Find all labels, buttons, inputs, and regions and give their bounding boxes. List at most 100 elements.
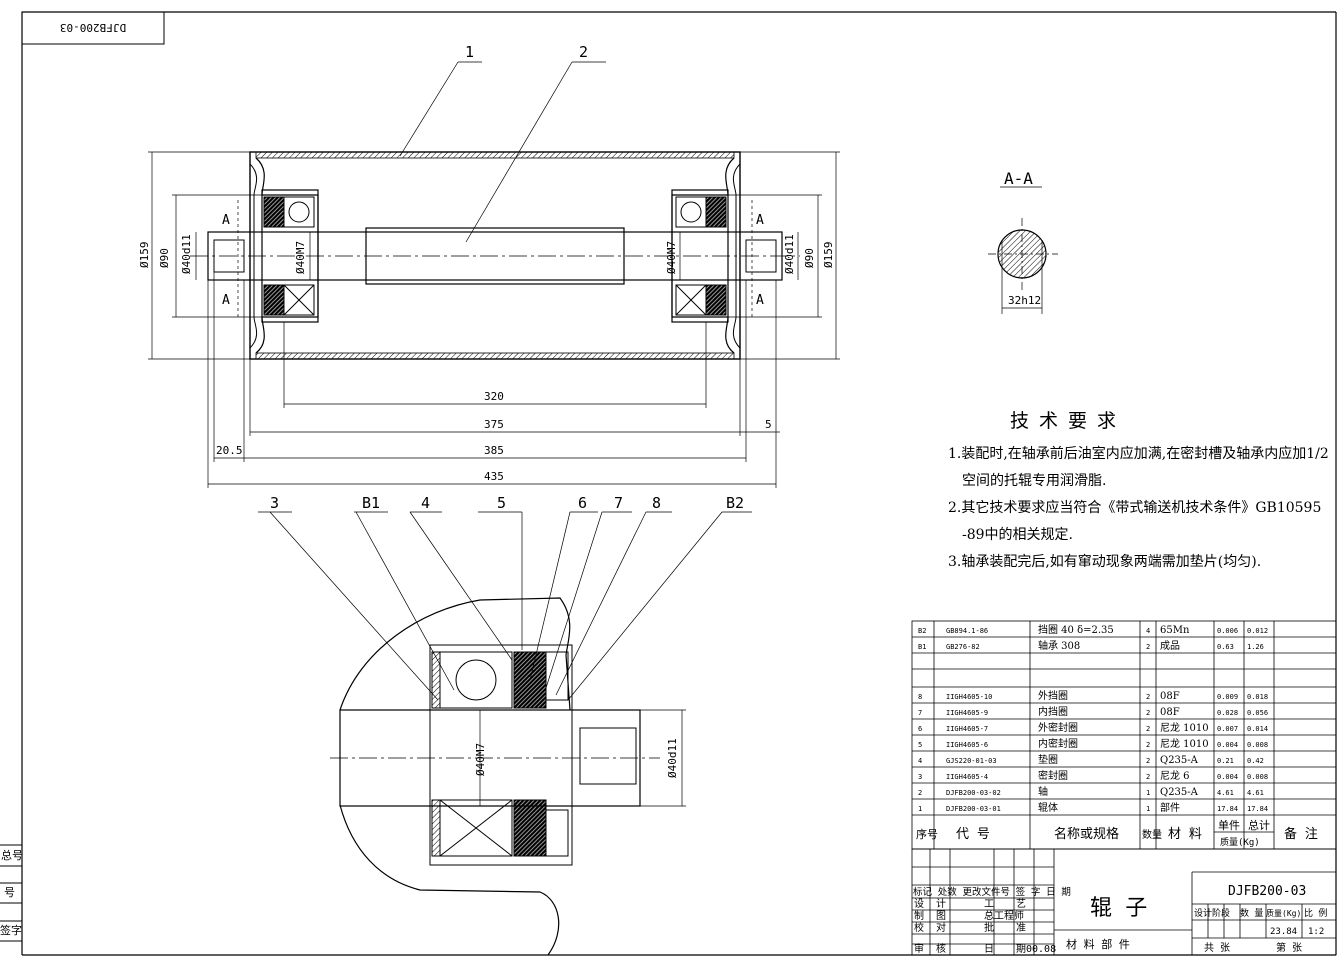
part-name: 辊 子: [1090, 896, 1147, 921]
bom-cell-r9-c1: IIGH4605-4: [946, 773, 988, 781]
section-label: A-A: [1004, 169, 1033, 188]
bom-cell-r7-c6: 0.008: [1247, 741, 1268, 749]
bom-h-name: 名称或规格: [1054, 826, 1119, 842]
mass-label: 质量(Kg): [1266, 908, 1301, 918]
technical-requirements: 技术要求 1.装配时,在轴承前后油室内应加满,在密封槽及轴承内应加1/2 空间的…: [948, 408, 1329, 576]
bom-cell-r1-c2: 轴承 308: [1038, 639, 1080, 652]
section-a-a-view: [988, 186, 1058, 314]
title-role-r2-c0: 校: [914, 921, 924, 934]
detail-view-labels: 3 B1 4 5 6 7 8 B2 Ø40M7 Ø40d11: [270, 494, 744, 778]
bom-cell-r6-c1: IIGH4605-7: [946, 725, 988, 733]
stage-label: 设计阶段: [1194, 907, 1230, 919]
title-role-r0-c2: 工: [984, 899, 994, 910]
bom-cell-r6-c6: 0.014: [1247, 725, 1268, 733]
bom-cell-r6-c3: 2: [1146, 725, 1150, 733]
bom-cell-r8-c0: 4: [918, 757, 922, 765]
title-role-r3-c1: 核: [936, 942, 946, 955]
total-sheets: 共 张: [1204, 942, 1230, 954]
title-role-r3-c2: 日: [984, 944, 994, 955]
bom-cell-r7-c5: 0.004: [1217, 741, 1238, 749]
dim-20-5: 20.5: [216, 444, 243, 457]
bom-cell-r9-c2: 密封圈: [1038, 769, 1068, 782]
bom-cell-r9-c0: 3: [918, 773, 922, 781]
balloon-6: 6: [578, 494, 587, 512]
balloon-3: 3: [270, 494, 279, 512]
scale-label: 比 例: [1304, 907, 1327, 919]
scale-value: 1:2: [1308, 927, 1324, 937]
bom-cell-r8-c1: GJS220-01-03: [946, 757, 997, 765]
balloon-7: 7: [614, 494, 623, 512]
bom-cell-r1-c1: GB276-82: [946, 643, 980, 651]
bom-cell-r8-c3: 2: [1146, 757, 1150, 765]
bom-cell-r4-c4: 08F: [1160, 691, 1180, 702]
bom-cell-r7-c3: 2: [1146, 741, 1150, 749]
bom-cell-r1-c5: 0.63: [1217, 643, 1234, 651]
bom-cell-r6-c5: 0.007: [1217, 725, 1238, 733]
dim-d159-left: Ø159: [138, 242, 151, 269]
bom-cell-r4-c0: 8: [918, 693, 922, 701]
material-label: 材 料 部 件: [1066, 937, 1130, 951]
title-role-r1-c2: 总工程师: [984, 909, 1024, 922]
bom-cell-r0-c6: 0.012: [1247, 627, 1268, 635]
tech-title: 技术要求: [1009, 410, 1126, 432]
title-role-r0-c1: 计: [936, 897, 946, 910]
bom-cell-r1-c4: 成品: [1160, 640, 1180, 652]
bom-cell-r11-c6: 17.84: [1247, 805, 1268, 813]
bom-cell-r9-c3: 2: [1146, 773, 1150, 781]
bom-cell-r4-c1: IIGH4605-10: [946, 693, 992, 701]
balloon-b1: B1: [362, 494, 380, 512]
balloon-2: 2: [579, 43, 588, 61]
detail-dim-d40d11: Ø40d11: [666, 738, 679, 778]
side-label-sign: 签字: [0, 923, 22, 937]
title-roles: 设计工艺制图总工程师校对批准审核日期00.08: [914, 897, 1056, 955]
dim-385: 385: [484, 444, 504, 457]
bom-cell-r10-c4: Q235-A: [1160, 787, 1199, 798]
bom-cell-r10-c0: 2: [918, 789, 922, 797]
bom-h-mass: 质量(Kg): [1220, 836, 1260, 848]
bom-cell-r1-c6: 1.26: [1247, 643, 1264, 651]
title-role-r0-c0: 设: [914, 898, 924, 910]
count-label: 数 量: [1240, 907, 1263, 919]
bom-cell-r0-c5: 0.006: [1217, 627, 1238, 635]
dim-d40m7-left: Ø40M7: [294, 241, 307, 274]
tech-item-1: 1.装配时,在轴承前后油室内应加满,在密封槽及轴承内应加1/2: [948, 446, 1329, 462]
detail-view: [258, 511, 752, 956]
dim-d90-right: Ø90: [803, 248, 816, 268]
balloon-b2: B2: [726, 494, 744, 512]
bom-cell-r5-c0: 7: [918, 709, 922, 717]
tech-item-3: 3.轴承装配完后,如有窜动现象两端需加垫片(均匀).: [948, 554, 1262, 570]
side-label-total-no: 总号: [1, 848, 23, 862]
bom-cell-r11-c3: 1: [1146, 805, 1150, 813]
title-block: [911, 848, 1337, 956]
bom-cell-r0-c1: GB894.1-86: [946, 627, 988, 635]
title-role-r2-c2: 批: [984, 921, 994, 934]
section-mark-bl: A: [222, 293, 230, 308]
main-assembly-view: [148, 61, 840, 488]
rev-header: 标记 处数 更改文件号 签 字 日 期: [913, 886, 1071, 898]
bom-cell-r4-c3: 2: [1146, 693, 1150, 701]
bom-cell-r9-c5: 0.004: [1217, 773, 1238, 781]
bom-cell-r11-c2: 辊体: [1038, 801, 1058, 814]
title-role-r2-c3: 准: [1016, 922, 1026, 934]
balloon-5: 5: [497, 494, 506, 512]
section-mark-br: A: [756, 293, 764, 308]
bom-h-mat: 材 料: [1168, 827, 1202, 842]
drawing-code-stamp: DJFB200-03: [60, 21, 126, 34]
bom-h-qty: 数量: [1142, 828, 1162, 841]
bom-cell-r5-c4: 08F: [1160, 707, 1180, 718]
title-role-r2-c1: 对: [936, 921, 946, 934]
bom-cell-r10-c5: 4.61: [1217, 789, 1234, 797]
bom-cell-r5-c6: 0.056: [1247, 709, 1268, 717]
sheet-no: 第 张: [1276, 941, 1302, 954]
bom-cell-r4-c6: 0.018: [1247, 693, 1268, 701]
title-role-r1-c1: 图: [936, 910, 946, 922]
bom-h-code: 代 号: [956, 827, 990, 842]
bom-cell-r11-c4: 部件: [1160, 801, 1180, 814]
bom-cell-r10-c2: 轴: [1038, 785, 1048, 798]
bom-cell-r9-c4: 尼龙 6: [1160, 769, 1190, 782]
bom-h-remark: 备 注: [1284, 826, 1318, 842]
tech-item-2b: -89中的相关规定.: [962, 527, 1073, 543]
bom-cell-r0-c0: B2: [918, 627, 926, 635]
